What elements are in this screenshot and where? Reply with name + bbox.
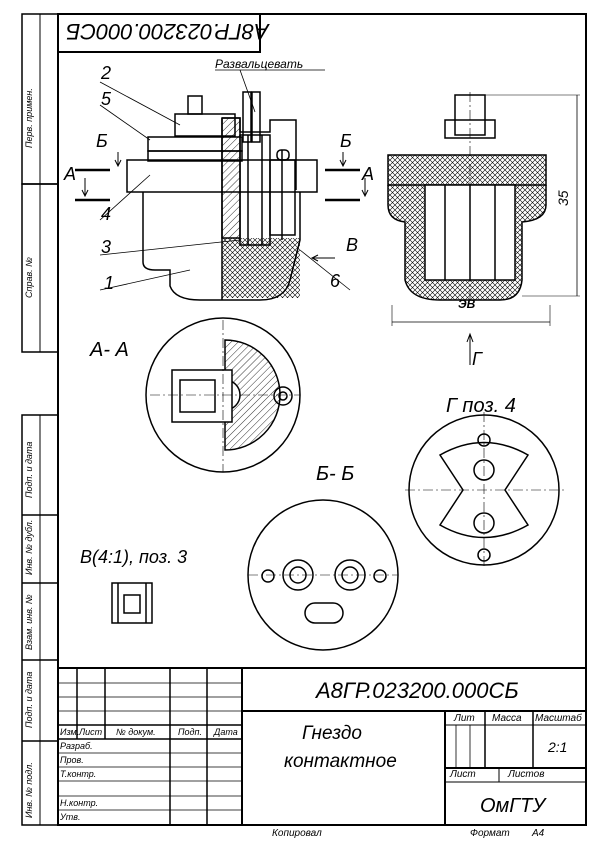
tb-listov: Листов xyxy=(508,769,545,780)
title-line-1: Гнездо xyxy=(302,723,362,744)
tb-utv: Утв. xyxy=(60,812,81,822)
leader-1: 1 xyxy=(104,273,115,293)
note-razvaltsevat: Развальцевать xyxy=(215,57,304,71)
leader-2: 2 xyxy=(101,63,112,83)
format-value: А4 xyxy=(532,828,545,839)
view-title-a-a: А- А xyxy=(90,339,129,361)
tb-podp: Подп. xyxy=(178,727,202,737)
tb-list2: Лист xyxy=(450,769,476,780)
title-block-grid xyxy=(58,667,586,825)
tb-tkontr: Т.контр. xyxy=(60,769,97,779)
front-section-view xyxy=(75,69,369,301)
view-g-pos4 xyxy=(405,412,565,568)
view-label-g: Г xyxy=(472,349,482,369)
mirrored-code: А8ГР.023200.000СБ xyxy=(66,19,269,44)
tb-nkontr: Н.контр. xyxy=(60,798,99,808)
tb-data: Дата xyxy=(214,727,238,737)
copied-label: Копировал xyxy=(272,828,322,839)
side-inv-dubl: Инв. № дубл. xyxy=(24,519,34,575)
view-title-v-pos3: В(4:1), поз. 3 xyxy=(80,547,188,567)
tb-masshtab: Масштаб xyxy=(535,713,582,724)
side-inv-podl: Инв. № подл. xyxy=(24,762,34,818)
side-perv-primen: Перв. примен. xyxy=(24,88,34,148)
cut-label-b-right: Б xyxy=(340,131,352,151)
dimension-35: 35 xyxy=(555,190,571,206)
section-a-a xyxy=(145,317,301,473)
cut-label-b-left: Б xyxy=(96,131,108,151)
tb-prov: Пров. xyxy=(60,755,84,765)
leader-4: 4 xyxy=(101,204,112,224)
format-label: Формат xyxy=(470,828,510,839)
scale-value: 2:1 xyxy=(548,739,568,755)
cut-label-a-left: А xyxy=(64,164,77,184)
organization: ОмГТУ xyxy=(480,795,546,817)
maker-mark: ЭВ xyxy=(458,297,476,311)
tb-lit: Лит xyxy=(454,713,475,724)
section-b-b xyxy=(247,499,399,651)
cut-label-a-right: А xyxy=(362,164,375,184)
view-label-v: В xyxy=(346,235,359,255)
tb-massa: Масса xyxy=(492,713,522,724)
leader-6: 6 xyxy=(330,271,341,291)
leader-5: 5 xyxy=(101,89,112,109)
side-view xyxy=(387,92,580,365)
title-line-2: контактное xyxy=(284,751,397,772)
tb-list: Лист xyxy=(79,727,103,737)
side-podp-data-1: Подп. и дата xyxy=(24,441,34,498)
side-vzam-inv: Взам. инв. № xyxy=(24,594,34,650)
side-podp-data-2: Подп. и дата xyxy=(24,671,34,728)
view-title-g-pos4: Г поз. 4 xyxy=(446,395,516,417)
document-code: А8ГР.023200.000СБ xyxy=(316,678,519,703)
leader-3: 3 xyxy=(101,237,112,257)
tb-izm: Изм. xyxy=(60,727,80,737)
tb-doc-no: № докум. xyxy=(116,727,156,737)
tb-razrab: Разраб. xyxy=(60,741,93,751)
sheet-frame xyxy=(21,13,587,826)
side-sprav-no: Справ. № xyxy=(24,257,34,298)
view-v-detail xyxy=(111,582,153,624)
view-title-b-b: Б- Б xyxy=(316,463,355,485)
